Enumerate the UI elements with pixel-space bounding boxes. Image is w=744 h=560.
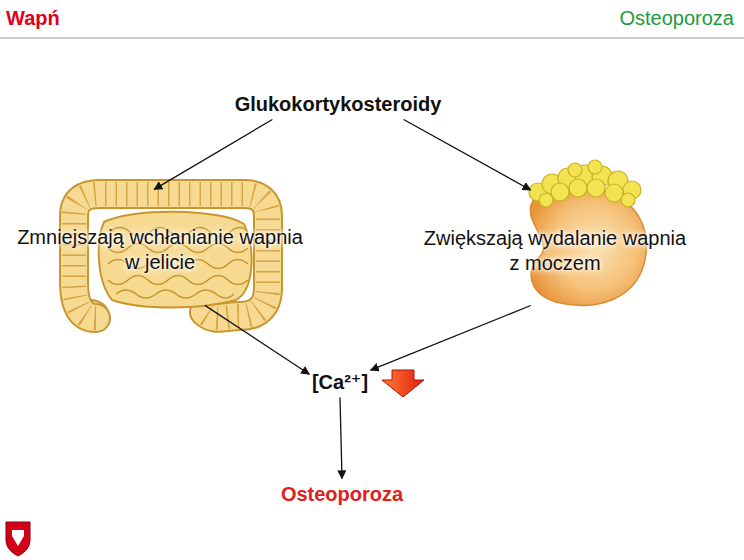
cause-node: Glukokortykosteroidy [229, 89, 448, 120]
arrow-connector [340, 398, 342, 479]
calcium-node: [Ca²⁺] [306, 367, 374, 398]
node-text: [Ca²⁺] [312, 370, 368, 395]
logo [6, 522, 30, 556]
header-rule [0, 37, 744, 38]
arrow-connector [154, 120, 272, 190]
slide-title: Wapń [6, 6, 60, 30]
node-text: Glukokortykosteroidy [235, 92, 442, 117]
intestine-node: Zmniejszają wchłanianie wapnia w jelicie [15, 185, 305, 330]
node-text: Osteoporoza [281, 482, 403, 507]
outcome-node: Osteoporoza [275, 479, 409, 510]
arrow-connector [371, 306, 531, 371]
kidney-node: Zwiększają wydalanie wapnia z moczem [420, 160, 690, 310]
section-label: Osteoporoza [619, 6, 734, 30]
arrow-connector [404, 120, 531, 191]
arrow-connector [205, 305, 309, 374]
node-text: Zwiększają wydalanie wapnia z moczem [420, 226, 690, 276]
decrease-arrow [382, 370, 424, 397]
node-text: Zmniejszają wchłanianie wapnia w jelicie [15, 225, 305, 275]
